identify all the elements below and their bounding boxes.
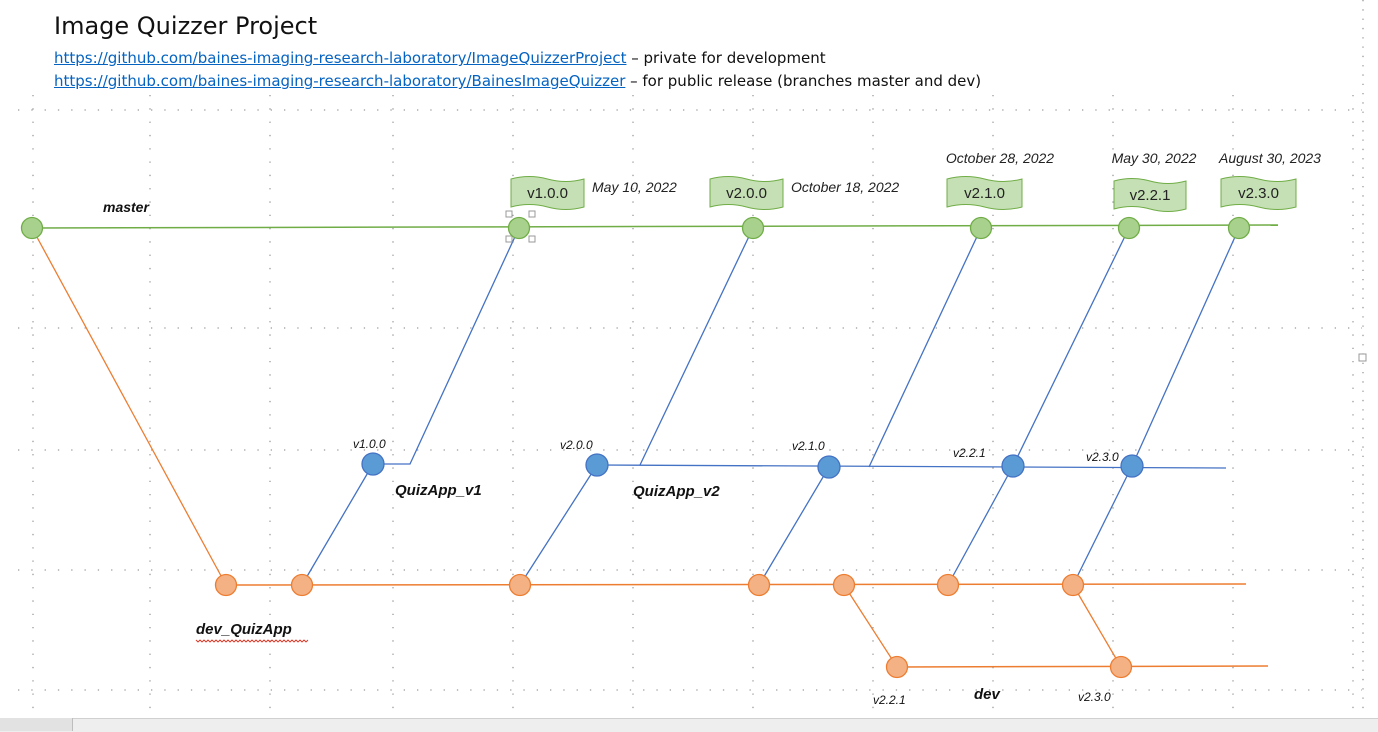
release-tag-date: August 30, 2023 — [1218, 150, 1321, 166]
release-tag-flag — [510, 176, 585, 210]
release-tag-label: v2.0.0 — [726, 185, 767, 202]
dev-repo-line: https://github.com/baines-imaging-resear… — [54, 49, 826, 67]
dev-to-release-connector — [519, 464, 598, 586]
resize-handle — [1358, 353, 1367, 362]
release-commit-node — [585, 453, 609, 477]
release-commit-node — [817, 455, 841, 479]
dev-quizapp-commit-node — [747, 573, 771, 597]
dev-branch-label: dev — [974, 686, 1002, 703]
master-commit-node — [20, 216, 44, 240]
dev-to-release-connector — [301, 463, 374, 586]
dev-commit-node — [885, 655, 909, 679]
release-version-label: v2.1.0 — [792, 439, 825, 453]
dev-version-label: v2.2.1 — [873, 693, 906, 707]
public-repo-line: https://github.com/baines-imaging-resear… — [54, 72, 981, 90]
release-commit-node — [1120, 454, 1144, 478]
release-tags: v1.0.0 May 10, 2022 v2.0.0 October 18, 2022… — [505, 150, 1367, 362]
page-title: Image Quizzer Project — [54, 12, 318, 40]
spellcheck-underline — [195, 639, 309, 643]
dev-quizapp-commit-node — [290, 573, 314, 597]
master-commit-node — [1227, 216, 1251, 240]
quizapp-v1-branch-label: QuizApp_v1 — [395, 482, 482, 499]
selection-handle — [505, 235, 513, 243]
status-bar — [0, 718, 1378, 732]
dev-repo-note: – private for development — [626, 49, 826, 67]
release-version-label: v2.2.1 — [953, 446, 986, 460]
release-version-label: v2.0.0 — [560, 438, 593, 452]
release-tag-date: May 10, 2022 — [592, 179, 677, 195]
sheet-tab[interactable] — [0, 718, 73, 731]
release-to-master-connector — [639, 227, 754, 466]
dev-quizapp-commit-node — [214, 573, 238, 597]
release-tag-label: v1.0.0 — [527, 185, 568, 202]
commit-nodes — [20, 216, 1251, 679]
release-commit-node — [361, 452, 385, 476]
dev-quizapp-branch-label: dev_QuizApp — [196, 621, 292, 638]
selection-handle — [528, 210, 536, 218]
master-branch-line — [31, 224, 1279, 229]
master-branch-label: master — [103, 199, 150, 215]
release-commit-node — [1001, 454, 1025, 478]
master-commit-node — [507, 216, 531, 240]
release-tag-label: v2.1.0 — [964, 185, 1005, 202]
dev-quizapp-to-dev-connector — [843, 584, 898, 668]
release-to-master-connector — [1012, 227, 1130, 467]
selection-handle — [505, 210, 513, 218]
release-tag-date: May 30, 2022 — [1112, 150, 1197, 166]
public-repo-link[interactable]: https://github.com/baines-imaging-resear… — [54, 72, 626, 90]
dev-quizapp-branch-line — [225, 583, 1247, 586]
public-repo-note: – for public release (branches master an… — [625, 72, 982, 90]
dev-version-label: v2.3.0 — [1078, 690, 1111, 704]
master-commit-node — [1117, 216, 1141, 240]
dev-commit-node — [1109, 655, 1133, 679]
master-commit-node — [741, 216, 765, 240]
release-tag-flag — [709, 176, 784, 210]
release-tag-flag — [1220, 176, 1297, 210]
release-to-master-connector — [868, 227, 982, 468]
master-commit-node — [969, 216, 993, 240]
dev-quizapp-commit-node — [508, 573, 532, 597]
dev-quizapp-commit-node — [936, 573, 960, 597]
release-tag-flag — [946, 176, 1023, 210]
quizapp-v1-branch-line — [373, 227, 520, 465]
release-tag-flag — [1113, 178, 1187, 212]
dev-to-release-connector — [947, 465, 1014, 586]
dev-branch-line — [896, 665, 1269, 668]
dev-quizapp-commit-node — [832, 573, 856, 597]
release-version-label: v1.0.0 — [353, 437, 386, 451]
dev-quizapp-to-dev-connector — [1072, 584, 1122, 668]
quizapp-v2-branch-label: QuizApp_v2 — [633, 483, 720, 500]
dev-to-release-connector — [758, 466, 830, 586]
dev-quizapp-commit-node — [1061, 573, 1085, 597]
release-tag-date: October 28, 2022 — [946, 150, 1054, 166]
dev-to-release-connector — [1072, 465, 1133, 586]
release-to-master-connector — [1131, 227, 1240, 467]
release-tag-label: v2.2.1 — [1130, 187, 1171, 204]
release-tag-date: October 18, 2022 — [791, 179, 899, 195]
release-version-label: v2.3.0 — [1086, 450, 1119, 464]
master-to-dev-connector — [31, 227, 227, 586]
selection-handle — [528, 235, 536, 243]
release-tag-label: v2.3.0 — [1238, 185, 1279, 202]
dev-repo-link[interactable]: https://github.com/baines-imaging-resear… — [54, 49, 627, 67]
branch-connectors — [31, 224, 1279, 668]
